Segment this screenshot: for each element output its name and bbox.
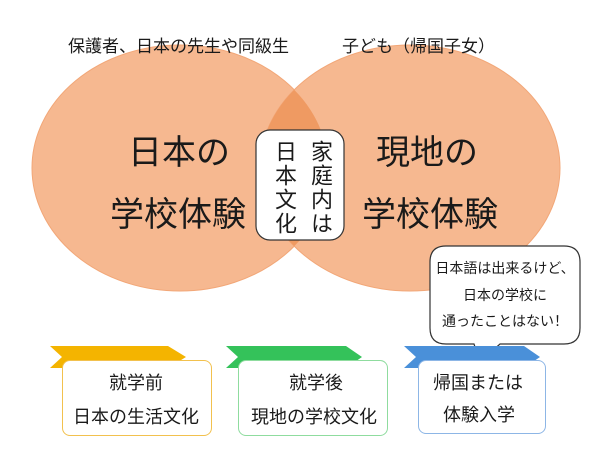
speech-bubble-line3: 通ったことはない！ <box>442 314 568 331</box>
right-circle-text-line1: 現地の <box>376 133 478 173</box>
stage-card-return: 帰国または 体験入学 <box>418 360 546 434</box>
stage-card-school-title: 就学後 <box>289 373 343 394</box>
center-text-japanese-culture: 日本文化 <box>271 140 296 236</box>
stage-card-preschool-title: 就学前 <box>109 373 163 394</box>
stage-card-preschool-body: 日本の生活文化 <box>73 407 199 428</box>
stage-card-school-body: 現地の学校文化 <box>251 407 377 428</box>
center-box <box>255 129 345 241</box>
left-circle-text-line2: 学校体験 <box>110 195 246 235</box>
stage-card-preschool: 就学前 日本の生活文化 <box>62 360 212 436</box>
left-circle-caption: 保護者、日本の先生や同級生 <box>68 37 289 57</box>
right-circle-caption: 子ども（帰国子女） <box>342 37 495 57</box>
speech-bubble-text: 日本語は出来るけど、 日本の学校に 通ったことはない！ <box>430 256 580 336</box>
right-circle-text-line2: 学校体験 <box>362 195 498 235</box>
stage-card-school: 就学後 現地の学校文化 <box>238 360 388 436</box>
speech-bubble-line1: 日本語は出来るけど、 <box>435 261 575 277</box>
center-text-home: 家庭内は <box>307 140 332 236</box>
speech-bubble-line2: 日本の学校に <box>463 287 547 304</box>
stage-card-return-title: 帰国または <box>433 373 523 394</box>
left-circle-text-line1: 日本の <box>128 133 230 173</box>
stage-card-return-body: 体験入学 <box>443 405 515 426</box>
